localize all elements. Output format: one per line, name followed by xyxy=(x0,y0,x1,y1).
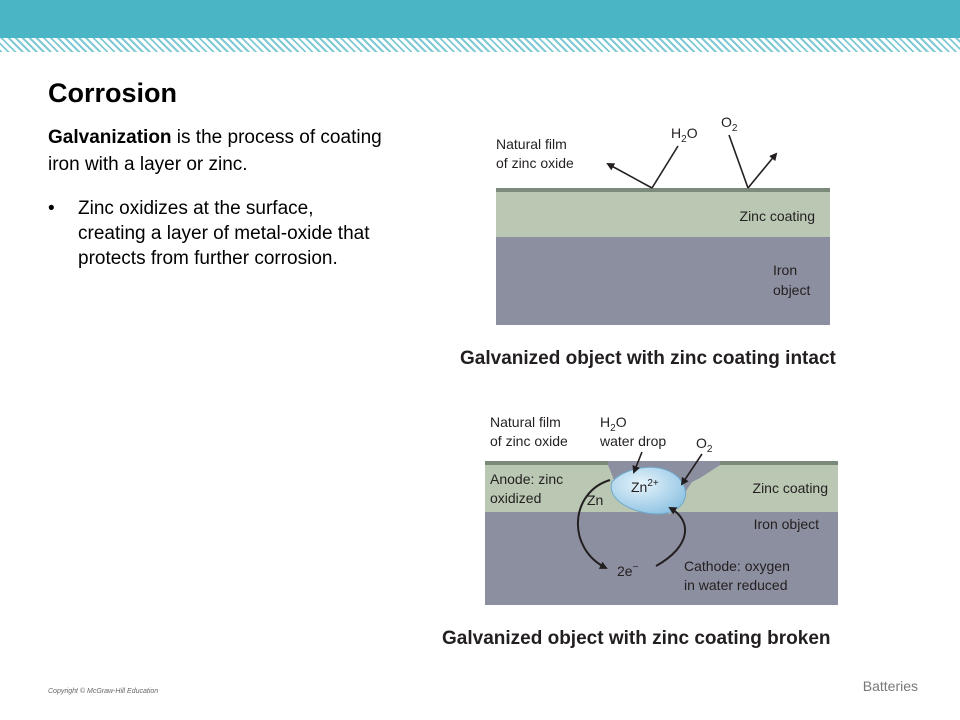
header-accent-bar xyxy=(0,0,960,38)
caption-intact: Galvanized object with zinc coating inta… xyxy=(460,348,837,369)
film-label-line2: of zinc oxide xyxy=(496,155,574,171)
cathode-label-line1: Cathode: oxygen xyxy=(684,558,790,574)
slide-title: Corrosion xyxy=(48,78,178,108)
zinc-coating-layer xyxy=(485,465,838,514)
electron-flow-arrow-down xyxy=(577,479,611,569)
copyright-notice: Copyright © McGraw-Hill Education xyxy=(48,688,159,695)
bullet-item: Zinc oxidizes at the surface, creating a… xyxy=(48,196,378,271)
cathode-label-line2: in water reduced xyxy=(684,577,788,593)
iron-label-line2: object xyxy=(773,282,810,298)
header-hatch-stripe xyxy=(0,38,960,52)
zinc-coating-label: Zinc coating xyxy=(740,208,815,224)
oxygen-label: O2 xyxy=(721,114,738,134)
intro-text: is the process of coating iron with a la… xyxy=(48,127,382,175)
intro-paragraph: Galvanization is the process of coating … xyxy=(48,124,408,178)
zinc-oxide-film xyxy=(496,188,830,192)
iron-object-label: Iron object xyxy=(754,516,819,532)
iron-label-line1: Iron xyxy=(773,262,797,278)
film-label-line2: of zinc oxide xyxy=(490,433,568,449)
oxygen-incoming-arrow xyxy=(728,134,749,189)
anode-label-line2: oxidized xyxy=(490,490,541,506)
oxygen-reflected-arrow xyxy=(747,152,778,189)
water-drop-label: water drop xyxy=(599,433,666,449)
iron-object-layer xyxy=(496,237,830,325)
water-label: H2O xyxy=(671,125,698,145)
film-label-line1: Natural film xyxy=(490,414,561,430)
water-incoming-arrow xyxy=(651,145,679,189)
diagram-intact: Natural film of zinc oxide H2O O2 Zinc c… xyxy=(460,114,837,369)
galvanization-diagrams: Natural film of zinc oxide H2O O2 Zinc c… xyxy=(442,114,838,649)
water-drop-pointer-arrow xyxy=(632,451,643,474)
footer-section-label: Batteries xyxy=(862,678,918,694)
zinc-label: Zn xyxy=(587,492,603,508)
zinc-coating-layer xyxy=(496,192,830,237)
film-label-line1: Natural film xyxy=(496,136,567,152)
oxygen-arrow xyxy=(680,453,703,486)
zinc-oxide-film-right xyxy=(720,461,838,465)
water-label: H2O xyxy=(600,414,627,434)
zinc-coating-label: Zinc coating xyxy=(753,480,828,496)
zinc-oxide-film-left xyxy=(485,461,608,465)
zinc-ion-label: Zn2+ xyxy=(631,478,659,495)
diagram-broken: Natural film of zinc oxide H2O water dro… xyxy=(442,414,838,649)
anode-label-line1: Anode: zinc xyxy=(490,471,563,487)
bullet-list: Zinc oxidizes at the surface, creating a… xyxy=(48,196,378,271)
intro-term: Galvanization xyxy=(48,127,172,148)
water-drop xyxy=(610,466,687,515)
oxygen-label: O2 xyxy=(696,435,713,455)
water-reflected-arrow xyxy=(606,163,653,189)
caption-broken: Galvanized object with zinc coating brok… xyxy=(442,628,831,649)
electron-flow-arrow-up xyxy=(655,507,686,567)
electrons-label: 2e− xyxy=(617,562,639,579)
